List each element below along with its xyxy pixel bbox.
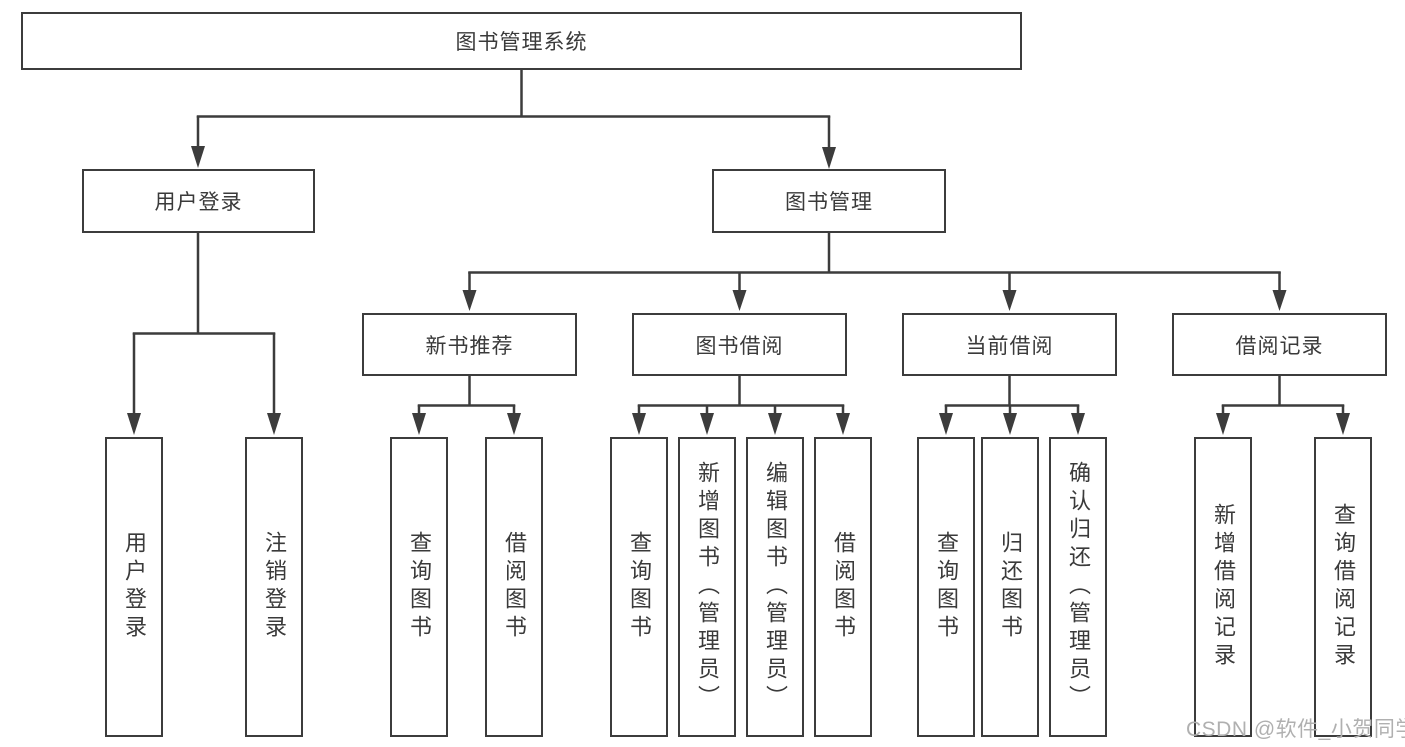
leaf-add-books-admin: 新增图书（管理员） xyxy=(678,437,736,737)
node-book-management: 图书管理 xyxy=(712,169,946,233)
leaf-return-books: 归还图书 xyxy=(981,437,1039,737)
node-borrow-records: 借阅记录 xyxy=(1172,313,1387,376)
leaf-confirm-return-admin: 确认归还（管理员） xyxy=(1049,437,1107,737)
node-book-borrow: 图书借阅 xyxy=(632,313,847,376)
leaf-logout: 注销登录 xyxy=(245,437,303,737)
leaf-add-borrow-record: 新增借阅记录 xyxy=(1194,437,1252,737)
node-new-book-recommend: 新书推荐 xyxy=(362,313,577,376)
leaf-borrow-books-recommend: 借阅图书 xyxy=(485,437,543,737)
node-root-system: 图书管理系统 xyxy=(21,12,1022,70)
node-user-login: 用户登录 xyxy=(82,169,315,233)
leaf-query-books-current: 查询图书 xyxy=(917,437,975,737)
leaf-query-borrow-record: 查询借阅记录 xyxy=(1314,437,1372,737)
leaf-query-books-recommend: 查询图书 xyxy=(390,437,448,737)
leaf-query-books-borrow: 查询图书 xyxy=(610,437,668,737)
leaf-user-login: 用户登录 xyxy=(105,437,163,737)
leaf-borrow-books: 借阅图书 xyxy=(814,437,872,737)
csdn-watermark: CSDN @软件_小贺同学 xyxy=(1186,718,1405,741)
node-current-borrow: 当前借阅 xyxy=(902,313,1117,376)
leaf-edit-books-admin: 编辑图书（管理员） xyxy=(746,437,804,737)
